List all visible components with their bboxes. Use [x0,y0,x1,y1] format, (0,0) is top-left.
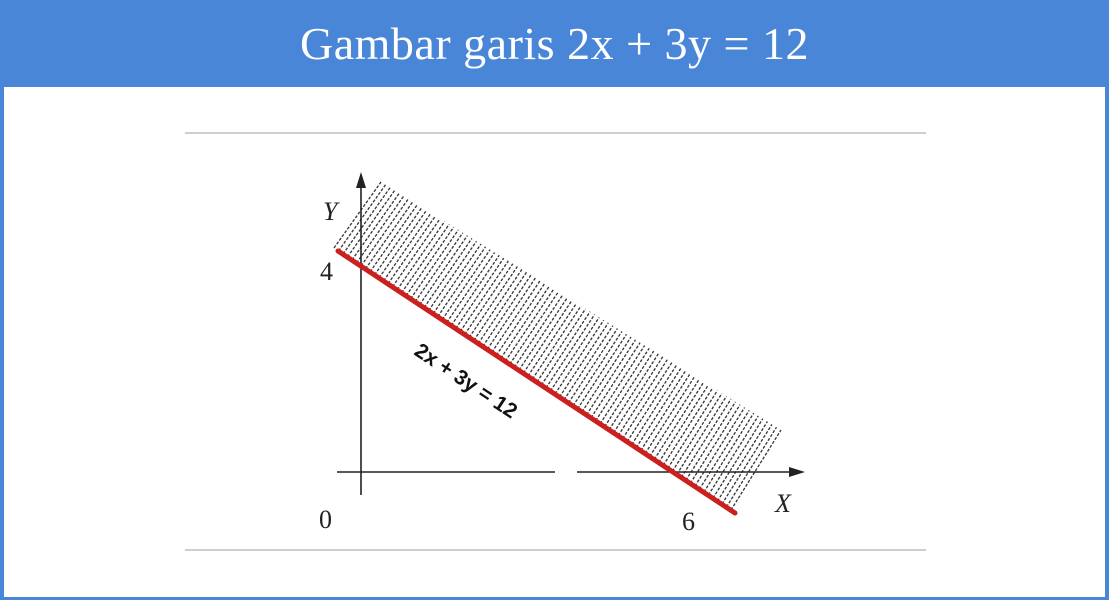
hatch-stroke [703,412,755,493]
title-bar: Gambar garis 2x + 3y = 12 [0,0,1109,87]
hatch-stroke [396,221,446,291]
hatch-stroke [694,407,746,487]
hatch-stroke [698,409,750,490]
hatch-stroke [712,418,764,499]
hatch-stroke [581,336,632,413]
hatch-stroke [631,367,682,445]
hatch-stroke [455,257,505,329]
hatch-stroke [464,263,514,335]
hatch-stroke [689,404,741,484]
hatch-stroke [414,232,464,302]
hatch-stroke [495,283,546,356]
hatch-stroke [640,373,691,451]
x-axis-label: X [774,489,792,518]
hatch-stroke [586,339,637,416]
y-axis-arrow [356,172,366,188]
origin-label: 0 [319,505,332,534]
hatch-stroke [559,322,609,398]
hatch-stroke [626,364,678,442]
hatch-stroke [662,387,714,466]
hatch-stroke [572,331,623,407]
hatch-stroke [432,243,482,314]
y-axis-label: Y [323,197,340,226]
shaded-region [333,181,782,511]
hatch-stroke [536,308,587,383]
hatch-stroke [531,305,582,380]
hatch-stroke [482,274,532,347]
hatch-stroke [604,350,655,427]
hatch-stroke [644,376,696,454]
hatch-stroke [419,235,468,305]
hatch-stroke [707,415,759,496]
hatch-stroke [653,381,705,460]
hatch-stroke [405,226,455,296]
boundary-line [335,248,738,516]
hatch-stroke [477,271,528,344]
hatch-stroke [540,311,591,386]
hatch-stroke [504,288,555,362]
y-intercept-label: 4 [320,257,333,286]
hatch-stroke [563,325,614,401]
hatch-stroke [554,319,605,395]
hatch-stroke [613,356,664,433]
hatch-stroke [387,215,437,285]
x-axis-arrow [789,467,805,477]
axes [337,172,805,495]
hatch-stroke [545,314,596,389]
hatch-stroke [401,223,450,294]
hatch-stroke [721,424,773,505]
hatch-stroke [577,333,628,410]
graph-svg: Y X 4 0 6 2x + 3y = 12 [185,132,926,551]
hatch-stroke [730,429,782,511]
hatch-stroke [649,378,700,457]
graph-figure: Y X 4 0 6 2x + 3y = 12 [185,130,926,552]
hatch-stroke [423,238,473,308]
hatch-stroke [671,393,723,472]
hatch-stroke [491,280,541,353]
hatch-stroke [667,390,718,469]
hatch-stroke [486,277,537,350]
hatch-stroke [522,300,573,374]
hatch-stroke [441,249,491,320]
hatch-stroke [392,218,441,288]
hatch-stroke [459,260,509,332]
hatch-stroke [680,398,732,478]
x-intercept-label: 6 [682,507,695,536]
hatch-stroke [549,316,600,392]
slide-title: Gambar garis 2x + 3y = 12 [300,18,809,69]
hatch-stroke [518,297,568,371]
hatch-stroke [527,302,578,377]
hatch-stroke [509,291,559,365]
hatch-stroke [676,395,728,475]
hatch-stroke [617,359,668,436]
hatch-stroke [658,384,709,463]
hatch-stroke [468,266,518,338]
hatch-stroke [599,347,650,425]
hatch-stroke [513,294,564,368]
hatch-stroke [437,246,487,317]
hatch-stroke [716,421,768,502]
hatch-stroke [473,269,523,341]
hatch-stroke [635,370,687,448]
hatch-stroke [622,362,673,439]
hatch-stroke [595,345,646,422]
hatch-stroke [725,426,778,508]
hatch-stroke [568,328,618,404]
hatch-stroke [446,252,496,323]
hatch-stroke [590,342,641,419]
hatch-stroke [608,353,659,430]
hatch-stroke [450,254,500,326]
hatch-stroke [428,240,478,311]
hatch-stroke [500,285,550,359]
hatch-stroke [410,229,459,299]
hatch-stroke [685,401,737,481]
